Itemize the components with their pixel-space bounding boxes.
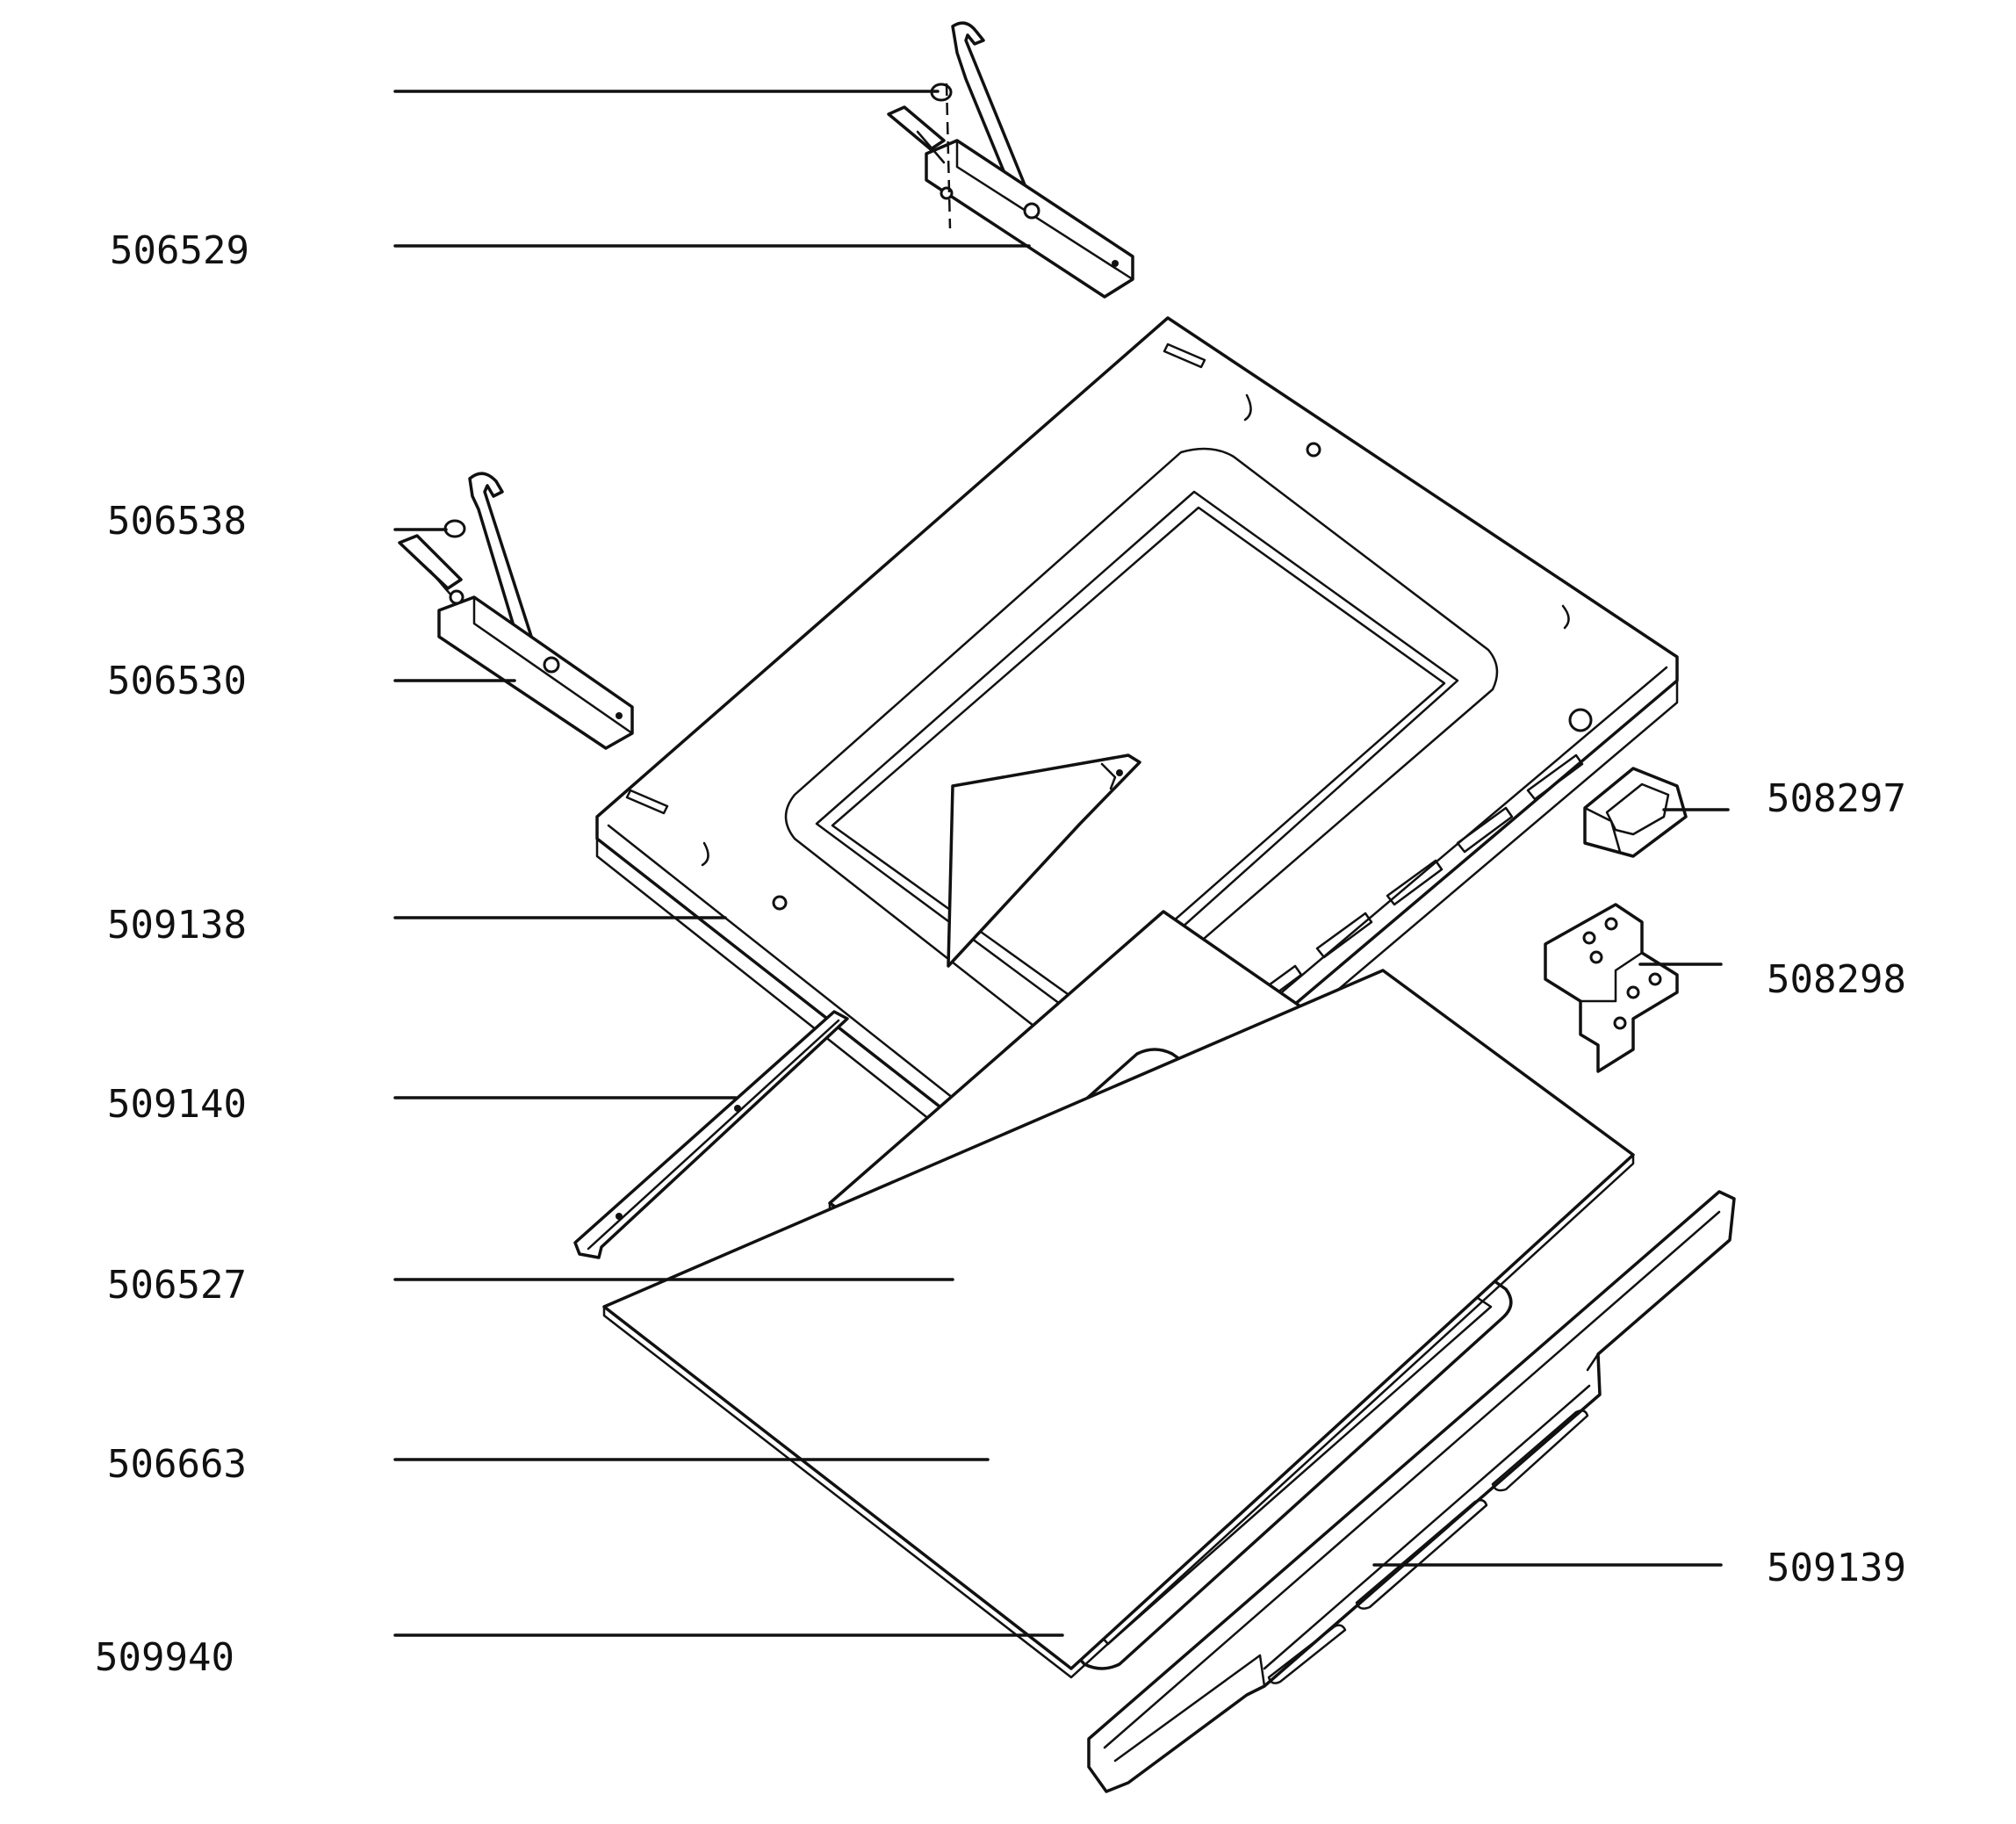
door-handle-strip-drawing — [1087, 1190, 1736, 1793]
bracket-drawing — [1544, 903, 1679, 1073]
label-inner-frame: 509138 — [107, 903, 247, 948]
label-outer-glass: 509940 — [95, 1635, 234, 1680]
clip-drawing — [1583, 767, 1688, 858]
label-side-rail: 509140 — [107, 1082, 247, 1127]
label-clip-top: 508297 — [1767, 776, 1906, 821]
outer-glass-drawing — [602, 969, 1635, 1679]
top-hinge-drawing — [887, 21, 1134, 299]
leader-lines — [393, 90, 1730, 1637]
label-top-hinge: 506529 — [110, 228, 249, 273]
label-left-hinge-pin: 506538 — [107, 499, 247, 544]
label-inner-glass: 506527 — [107, 1263, 247, 1308]
label-glass-gasket: 506663 — [107, 1442, 247, 1487]
label-door-handle-strip: 509139 — [1767, 1546, 1906, 1590]
left-hinge-drawing — [398, 472, 634, 750]
label-bracket: 508298 — [1767, 957, 1906, 1002]
part-labels: 506529 506538 506530 509138 509140 50652… — [95, 228, 1906, 1680]
label-left-hinge: 506530 — [107, 659, 247, 703]
side-rail-drawing — [573, 753, 1141, 1259]
